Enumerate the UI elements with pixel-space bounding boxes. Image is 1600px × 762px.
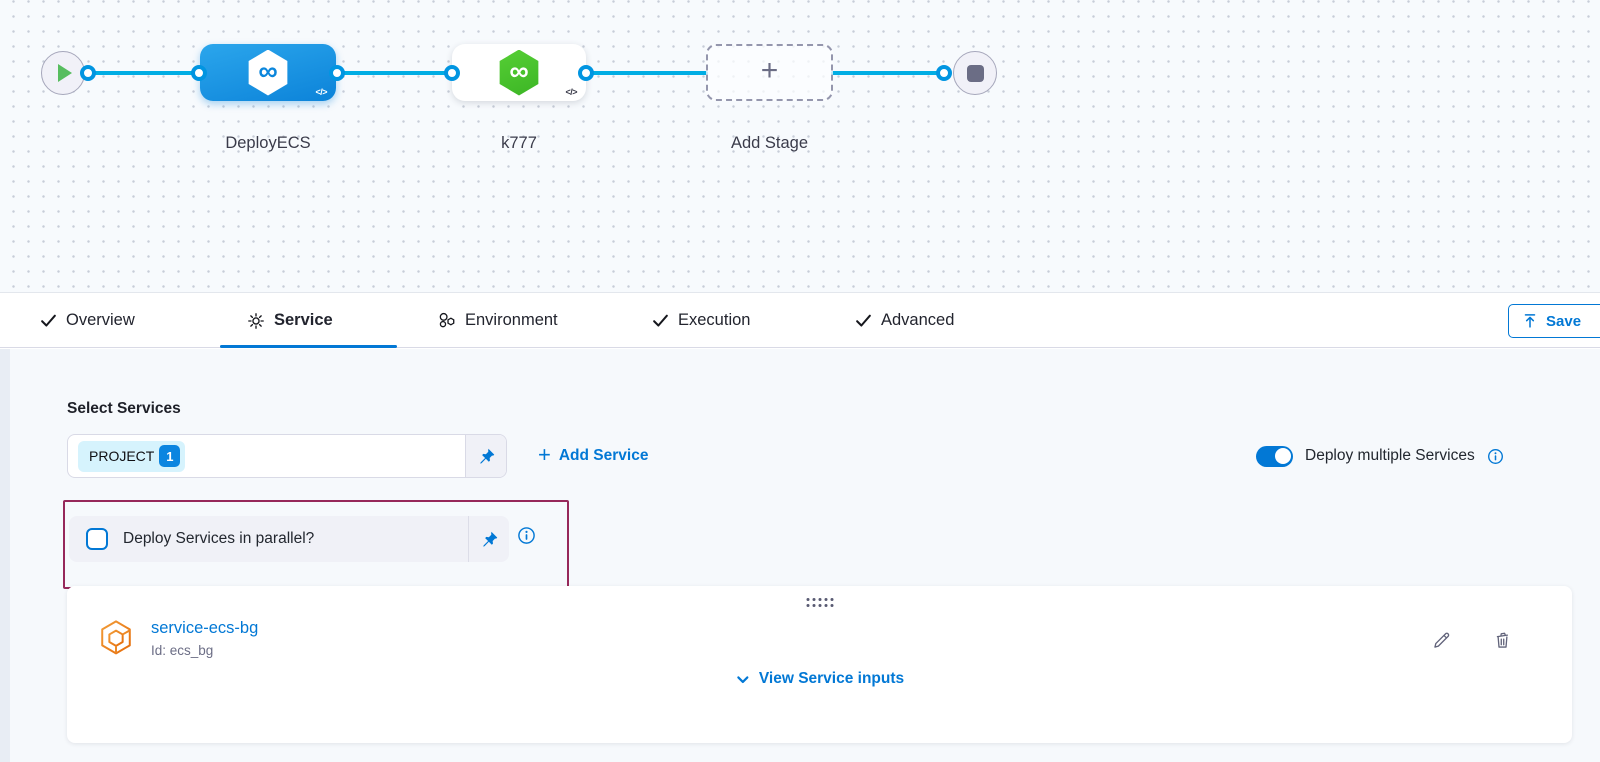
- view-service-inputs-toggle[interactable]: View Service inputs: [735, 670, 904, 688]
- ecs-service-icon: [101, 620, 131, 655]
- deploy-multiple-label: Deploy multiple Services: [1305, 447, 1475, 464]
- play-icon: [58, 64, 72, 82]
- pipeline-start-node: [41, 51, 85, 95]
- harness-cd-icon: ∞: [499, 49, 539, 96]
- connector-port: [329, 65, 345, 81]
- info-icon[interactable]: [1487, 448, 1504, 465]
- plus-icon: +: [538, 442, 551, 467]
- tab-service[interactable]: Service: [247, 293, 333, 348]
- deploy-parallel-field: Deploy Services in parallel?: [69, 516, 509, 562]
- pencil-icon: [1433, 632, 1449, 648]
- check-icon: [653, 314, 668, 327]
- tab-overview[interactable]: Overview: [40, 293, 135, 348]
- tab-label: Advanced: [881, 311, 955, 329]
- connector-line: [831, 71, 946, 75]
- pipeline-canvas[interactable]: ∞ </> DeployECS ∞ </> k777 + Add Stage: [0, 0, 1600, 292]
- deploy-parallel-label: Deploy Services in parallel?: [123, 530, 315, 547]
- tab-advanced[interactable]: Advanced: [855, 293, 954, 348]
- service-name-link[interactable]: service-ecs-bg: [151, 619, 259, 637]
- stage-label-deployecs: DeployECS: [225, 134, 311, 152]
- stage-node-deployecs[interactable]: ∞ </>: [200, 44, 336, 101]
- panel-edge: [0, 349, 10, 762]
- active-tab-underline: [220, 345, 397, 348]
- service-chip[interactable]: PROJECT 1: [78, 440, 186, 472]
- pin-runtime-input-button[interactable]: [468, 516, 509, 562]
- code-badge-icon: </>: [315, 87, 327, 97]
- tab-execution[interactable]: Execution: [652, 293, 750, 348]
- add-service-button[interactable]: + Add Service: [538, 434, 648, 478]
- tab-environment[interactable]: Environment: [437, 293, 558, 348]
- code-badge-icon: </>: [565, 87, 577, 97]
- add-stage-button[interactable]: +: [706, 44, 833, 101]
- connector-port: [191, 65, 207, 81]
- connector-port: [80, 65, 96, 81]
- drag-handle[interactable]: [806, 598, 833, 607]
- connector-port: [936, 65, 952, 81]
- connector-line: [336, 71, 454, 75]
- delete-service-button[interactable]: [1488, 626, 1516, 654]
- deploy-multiple-services-group: Deploy multiple Services: [1256, 434, 1504, 478]
- pipeline-end-node: [953, 51, 997, 95]
- info-icon[interactable]: [517, 526, 536, 550]
- tab-label: Overview: [66, 311, 135, 329]
- tab-label: Service: [274, 311, 333, 329]
- connector-port: [444, 65, 460, 81]
- connector-line: [585, 71, 708, 75]
- stop-icon: [966, 64, 984, 82]
- view-service-inputs-label: View Service inputs: [758, 670, 905, 687]
- stage-node-k777[interactable]: ∞ </>: [452, 44, 586, 101]
- save-button[interactable]: Save: [1508, 304, 1600, 338]
- service-summary: service-ecs-bg Id: ecs_bg: [97, 619, 258, 659]
- select-services-input[interactable]: PROJECT 1: [67, 434, 507, 478]
- tab-label: Execution: [678, 311, 751, 329]
- deploy-parallel-checkbox[interactable]: [86, 528, 108, 550]
- service-chip-count-badge: 1: [159, 445, 181, 467]
- chevron-down-icon: [736, 675, 748, 683]
- save-button-label: Save: [1546, 312, 1582, 330]
- pin-runtime-input-button[interactable]: [465, 435, 506, 477]
- environment-icon: [439, 312, 455, 328]
- plus-icon: +: [760, 54, 779, 87]
- harness-cd-icon: ∞: [248, 49, 288, 96]
- toggle-knob: [1274, 448, 1291, 464]
- upload-icon: [1524, 314, 1536, 328]
- connector-port: [578, 65, 594, 81]
- annotation-highlight-box: Deploy Services in parallel?: [63, 500, 569, 589]
- gear-icon: [248, 312, 264, 329]
- pushpin-icon: [479, 448, 494, 464]
- select-services-label: Select Services: [67, 400, 181, 417]
- edit-service-button[interactable]: [1427, 626, 1455, 654]
- check-icon: [856, 314, 871, 327]
- add-service-label: Add Service: [558, 447, 649, 464]
- stage-label-k777: k777: [501, 134, 537, 152]
- service-tab-panel: Select Services PROJECT 1 + Add Service …: [0, 349, 1600, 762]
- stage-tab-bar: Overview Service Environment Execution A…: [0, 292, 1600, 348]
- pushpin-icon: [482, 531, 497, 547]
- connector-line: [85, 71, 201, 75]
- service-name-block: service-ecs-bg Id: ecs_bg: [151, 619, 258, 658]
- stage-label-add-stage: Add Stage: [730, 134, 809, 152]
- deploy-multiple-toggle[interactable]: [1256, 445, 1293, 467]
- service-card: service-ecs-bg Id: ecs_bg View Service i…: [67, 586, 1572, 743]
- service-id-text: Id: ecs_bg: [151, 643, 214, 658]
- check-icon: [41, 314, 56, 327]
- service-chip-label: PROJECT: [89, 448, 155, 464]
- trash-icon: [1496, 632, 1508, 648]
- tab-label: Environment: [465, 311, 558, 329]
